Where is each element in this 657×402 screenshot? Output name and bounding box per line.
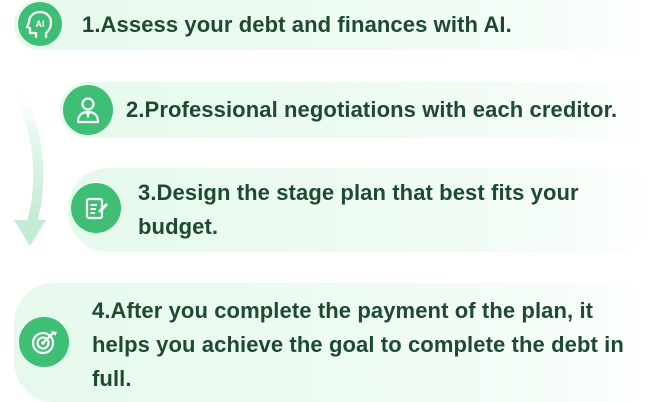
- step-4-text: 4.After you complete the payment of the …: [92, 298, 624, 391]
- step-4-card: 4.After you complete the payment of the …: [14, 283, 657, 402]
- edit-document-icon: [71, 183, 121, 233]
- step-1-card: AI 1.Assess your debt and finances with …: [14, 0, 657, 50]
- ai-head-icon: AI: [18, 2, 62, 46]
- step-3-card: 3.Design the stage plan that best fits y…: [68, 168, 657, 252]
- step-3-text: 3.Design the stage plan that best fits y…: [138, 180, 579, 239]
- step-2-card: 2.Professional negotiations with each cr…: [60, 82, 657, 138]
- person-icon: [63, 85, 113, 135]
- target-icon: [19, 317, 69, 367]
- flow-arrow-icon: [5, 80, 46, 246]
- step-1-text: 1.Assess your debt and finances with AI.: [82, 12, 512, 37]
- step-2-text: 2.Professional negotiations with each cr…: [126, 97, 618, 122]
- svg-text:AI: AI: [36, 19, 45, 29]
